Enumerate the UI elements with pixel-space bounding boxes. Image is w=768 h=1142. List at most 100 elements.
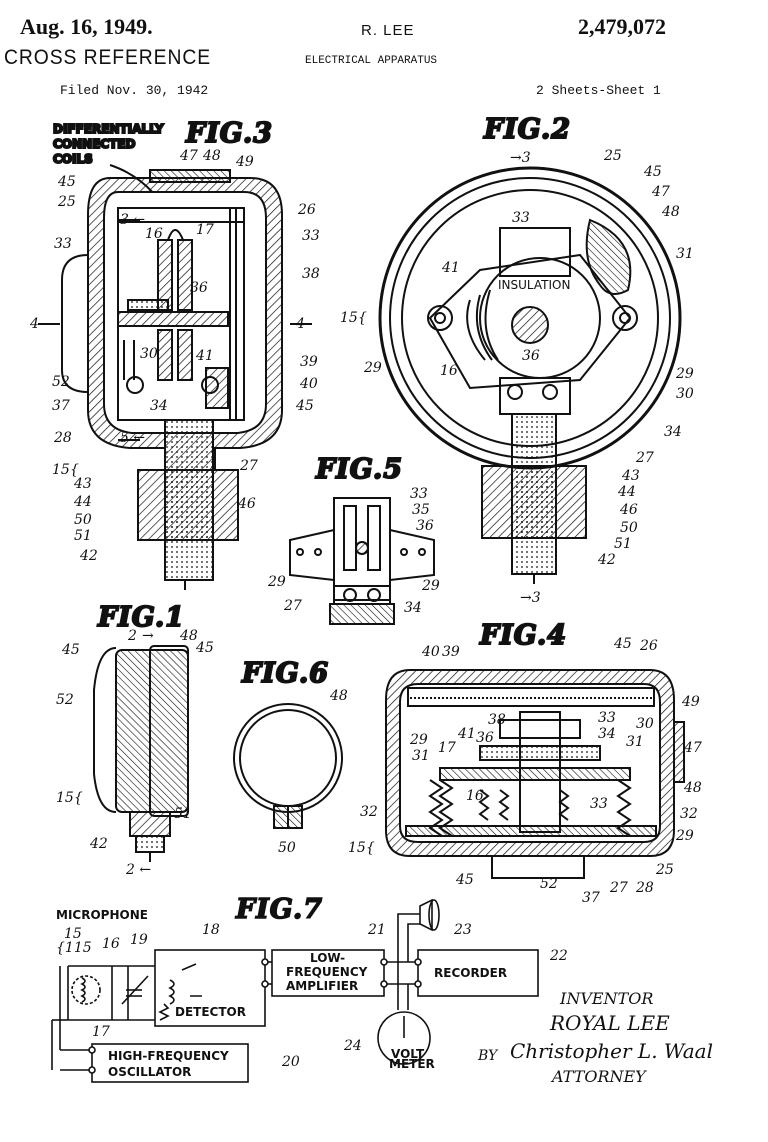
svg-text:15{: 15{ [56, 790, 83, 806]
microphone-label: MICROPHONE [56, 908, 148, 922]
svg-text:31: 31 [412, 748, 430, 764]
svg-text:45: 45 [455, 872, 474, 888]
svg-text:29: 29 [675, 828, 694, 844]
svg-text:30: 30 [140, 346, 158, 362]
svg-text:42: 42 [597, 552, 616, 568]
svg-text:27: 27 [609, 880, 628, 896]
svg-text:47: 47 [651, 184, 670, 200]
patent-title: ELECTRICAL APPARATUS [305, 55, 438, 67]
svg-text:17: 17 [438, 740, 456, 756]
svg-text:23: 23 [453, 922, 472, 938]
figure-7: FIG.7 [51, 893, 539, 1083]
svg-text:31: 31 [676, 246, 694, 262]
figure-6: FIG.6 [233, 657, 343, 829]
svg-text:41: 41 [457, 726, 476, 742]
svg-text:16: 16 [102, 936, 120, 952]
svg-text:27: 27 [283, 598, 302, 614]
svg-text:41: 41 [441, 260, 460, 276]
annotation-coils: COILS [53, 152, 93, 166]
svg-text:51: 51 [614, 536, 632, 552]
svg-text:16: 16 [440, 363, 458, 379]
svg-text:2: 2 [127, 628, 137, 644]
svg-text:48: 48 [202, 148, 221, 164]
svg-text:30: 30 [636, 716, 654, 732]
svg-text:50: 50 [74, 512, 92, 528]
svg-text:46: 46 [237, 496, 256, 512]
svg-text:39: 39 [300, 354, 318, 370]
svg-text:52: 52 [52, 374, 70, 390]
svg-text:29: 29 [363, 360, 382, 376]
svg-text:15{: 15{ [348, 840, 375, 856]
svg-text:36: 36 [476, 730, 494, 746]
svg-text:45: 45 [195, 640, 214, 656]
svg-text:→: → [142, 628, 154, 644]
svg-text:17: 17 [92, 1024, 110, 1040]
svg-text:45: 45 [61, 642, 80, 658]
svg-text:32: 32 [680, 806, 698, 822]
svg-text:{115: {115 [56, 940, 92, 956]
svg-text:49: 49 [681, 694, 700, 710]
voltmeter-label-2: METER [389, 1057, 435, 1071]
figure-4: FIG.4 [385, 619, 685, 879]
svg-text:48: 48 [683, 780, 702, 796]
lf-amplifier-label-2: FREQUENCY [286, 965, 368, 979]
svg-text:25: 25 [655, 862, 674, 878]
svg-text:28: 28 [53, 430, 72, 446]
svg-text:15{: 15{ [340, 310, 367, 326]
recorder-block [417, 949, 539, 997]
svg-text:2 ←: 2 ← [125, 862, 151, 878]
svg-text:37: 37 [52, 398, 70, 414]
svg-text:33: 33 [590, 796, 608, 812]
svg-text:28: 28 [635, 880, 654, 896]
svg-text:27: 27 [239, 458, 258, 474]
figure-6-label: FIG.6 [241, 658, 329, 689]
svg-text:48: 48 [179, 628, 198, 644]
detector-block [154, 949, 266, 1027]
lf-amplifier-label-1: LOW- [310, 951, 345, 965]
svg-text:40: 40 [421, 644, 440, 660]
svg-text:45: 45 [57, 174, 76, 190]
patent-date: Aug. 16, 1949. [20, 14, 153, 39]
svg-text:43: 43 [73, 476, 92, 492]
signature-block: INVENTOR ROYAL LEE BY Christopher L. Waa… [477, 989, 713, 1086]
svg-text:45: 45 [295, 398, 314, 414]
svg-text:27: 27 [635, 450, 654, 466]
svg-text:3 ←: 3 ← [120, 212, 145, 228]
annotation-differentially: DIFFERENTIALLY [53, 122, 164, 136]
svg-text:16: 16 [145, 226, 163, 242]
annotation-connected: CONNECTED [53, 137, 135, 151]
figure-1-label: FIG.1 [97, 602, 185, 633]
svg-text:4: 4 [295, 316, 305, 332]
inventor-surname: R. LEE [361, 22, 415, 39]
figure-1: FIG.1 [93, 601, 189, 862]
figure-2: FIG.2 [378, 113, 682, 584]
svg-text:34: 34 [598, 726, 616, 742]
attorney-caption: ATTORNEY [550, 1067, 647, 1086]
figure-3: FIG.3 DIFFERENTIALLY CONNECTED COILS [38, 117, 312, 590]
figure-5: FIG.5 [289, 453, 435, 625]
inventor-caption: INVENTOR [559, 989, 653, 1008]
svg-text:51: 51 [74, 528, 92, 544]
svg-text:33: 33 [410, 486, 428, 502]
svg-text:42: 42 [79, 548, 98, 564]
svg-text:43: 43 [621, 468, 640, 484]
svg-text:47: 47 [683, 740, 702, 756]
svg-text:30: 30 [676, 386, 694, 402]
svg-text:38: 38 [488, 712, 506, 728]
figure-2-label: FIG.2 [483, 114, 571, 145]
svg-text:29: 29 [675, 366, 694, 382]
svg-text:41: 41 [195, 348, 214, 364]
oscillator-label-2: OSCILLATOR [108, 1065, 191, 1079]
svg-text:34: 34 [664, 424, 682, 440]
svg-text:33: 33 [54, 236, 72, 252]
svg-text:→3: →3 [510, 150, 531, 166]
lf-amplifier-block [271, 949, 385, 997]
svg-text:31: 31 [626, 734, 644, 750]
annotation-insulation: INSULATION [498, 278, 570, 292]
svg-text:50: 50 [278, 840, 296, 856]
attorney-signature: Christopher L. Waal [510, 1039, 713, 1063]
